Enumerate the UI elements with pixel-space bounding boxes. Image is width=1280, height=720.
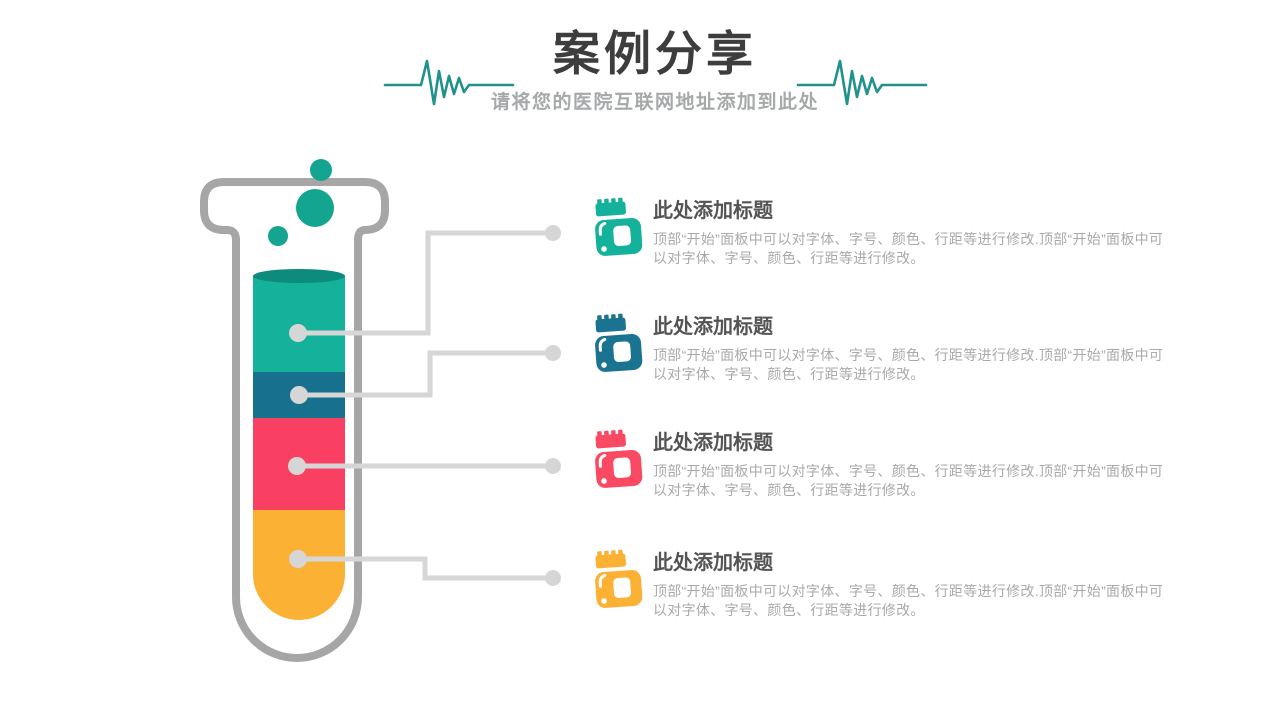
liquid-surface: [253, 269, 345, 283]
list-item: 此处添加标题 顶部“开始”面板中可以对字体、字号、颜色、行距等进行修改.顶部“开…: [594, 549, 1175, 620]
medicine-bottle-icon: [595, 197, 643, 256]
item-text: 此处添加标题 顶部“开始”面板中可以对字体、字号、颜色、行距等进行修改.顶部“开…: [653, 197, 1175, 268]
connector-dots: [288, 225, 561, 586]
page-title: 案例分享: [553, 27, 757, 80]
item-title: 此处添加标题: [653, 316, 773, 338]
item-text: 此处添加标题 顶部“开始”面板中可以对字体、字号、颜色、行距等进行修改.顶部“开…: [653, 549, 1175, 620]
item-body: 顶部“开始”面板中可以对字体、字号、颜色、行距等进行修改.顶部“开始”面板中可以…: [653, 463, 1164, 498]
item-text: 此处添加标题 顶部“开始”面板中可以对字体、字号、颜色、行距等进行修改.顶部“开…: [653, 313, 1175, 384]
item-title: 此处添加标题: [653, 432, 773, 454]
item-body: 顶部“开始”面板中可以对字体、字号、颜色、行距等进行修改.顶部“开始”面板中可以…: [653, 583, 1164, 618]
item-text: 此处添加标题 顶部“开始”面板中可以对字体、字号、颜色、行距等进行修改.顶部“开…: [653, 429, 1175, 500]
heartbeat-line-icon: [383, 59, 515, 106]
medicine-bottle-icon: [595, 429, 643, 488]
page-subtitle: 请将您的医院互联网地址添加到此处: [490, 92, 819, 113]
item-title: 此处添加标题: [653, 200, 773, 222]
slide-header: 案例分享 请将您的医院互联网地址添加到此处: [0, 0, 1280, 114]
item-body: 顶部“开始”面板中可以对字体、字号、颜色、行距等进行修改.顶部“开始”面板中可以…: [653, 231, 1164, 266]
connector-lines: [297, 230, 551, 581]
list-item: 此处添加标题 顶部“开始”面板中可以对字体、字号、颜色、行距等进行修改.顶部“开…: [594, 429, 1175, 500]
liquid-segment-1: [253, 276, 345, 372]
medicine-bottle-icon: [595, 313, 643, 372]
item-body: 顶部“开始”面板中可以对字体、字号、颜色、行距等进行修改.顶部“开始”面板中可以…: [653, 347, 1164, 382]
heartbeat-line-icon: [796, 59, 928, 106]
test-tube-outline: [200, 178, 389, 662]
bubbles-icon: [268, 159, 334, 246]
medicine-bottle-icon: [595, 549, 643, 608]
list-item: 此处添加标题 顶部“开始”面板中可以对字体、字号、颜色、行距等进行修改.顶部“开…: [594, 197, 1175, 268]
item-title: 此处添加标题: [653, 552, 773, 574]
list-item: 此处添加标题 顶部“开始”面板中可以对字体、字号、颜色、行距等进行修改.顶部“开…: [594, 313, 1175, 384]
